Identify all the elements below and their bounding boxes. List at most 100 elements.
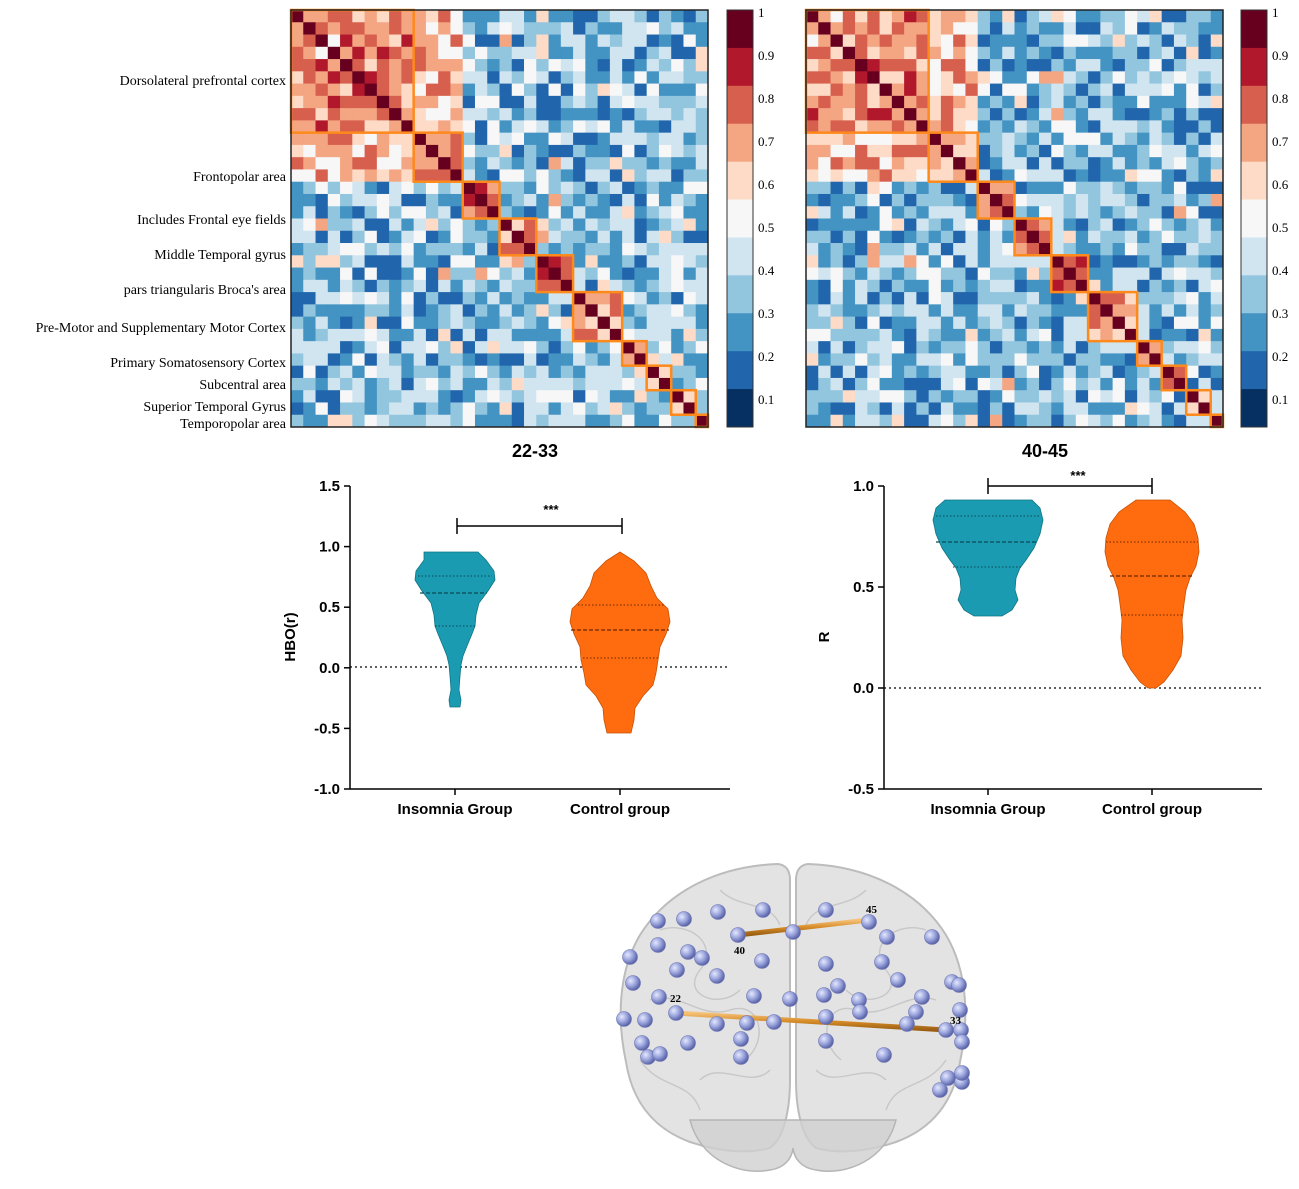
heatmap-cell bbox=[953, 402, 966, 416]
electrode-sphere bbox=[818, 902, 834, 918]
heatmap-cell bbox=[364, 304, 378, 318]
heatmap-cell bbox=[879, 230, 893, 244]
heatmap-cell bbox=[683, 71, 697, 84]
heatmap-cell bbox=[376, 218, 390, 232]
heatmap-cell bbox=[438, 255, 451, 268]
heatmap-cell bbox=[695, 83, 709, 97]
heatmap-cell bbox=[1051, 316, 1064, 330]
heatmap-cell bbox=[376, 132, 390, 146]
heatmap-cell bbox=[1002, 390, 1015, 403]
heatmap-cell bbox=[327, 157, 341, 170]
heatmap-cell bbox=[511, 377, 525, 391]
heatmap-cell bbox=[438, 10, 451, 23]
heatmap-cell bbox=[1186, 10, 1199, 23]
y-tick-label: 0.5 bbox=[319, 599, 340, 616]
heatmap-cell bbox=[438, 328, 451, 342]
heatmap-cell bbox=[413, 59, 427, 72]
electrode-sphere bbox=[899, 1016, 915, 1032]
heatmap-cell bbox=[499, 59, 513, 72]
heatmap-cell bbox=[671, 377, 684, 391]
heatmap-cell bbox=[425, 59, 439, 72]
heatmap-cell bbox=[1112, 353, 1126, 367]
heatmap-cell bbox=[989, 144, 1003, 158]
heatmap-cell bbox=[867, 255, 880, 268]
heatmap-cell bbox=[1161, 243, 1175, 256]
heatmap-cell bbox=[536, 132, 549, 146]
heatmap-cell bbox=[1210, 59, 1224, 72]
heatmap-cell bbox=[609, 243, 623, 256]
heatmap-cell bbox=[1039, 181, 1052, 195]
heatmap-cell bbox=[842, 390, 856, 403]
heatmap-cell bbox=[364, 10, 378, 23]
heatmap-cell bbox=[389, 120, 402, 134]
heatmap-cell bbox=[830, 316, 844, 330]
heatmap-cell bbox=[597, 181, 611, 195]
heatmap-cell bbox=[671, 206, 684, 219]
heatmap-cell bbox=[891, 22, 905, 35]
heatmap-cell bbox=[389, 132, 402, 146]
heatmap-cell bbox=[327, 181, 341, 195]
heatmap-cell bbox=[977, 402, 991, 416]
heatmap-cell bbox=[401, 132, 415, 146]
heatmap-cell bbox=[511, 402, 525, 416]
heatmap-cell bbox=[376, 144, 390, 158]
heatmap-cell bbox=[1026, 193, 1040, 207]
heatmap-cell bbox=[1198, 83, 1212, 97]
heatmap-cell bbox=[818, 22, 831, 35]
heatmap-cell bbox=[401, 22, 415, 35]
heatmap-cell bbox=[1149, 328, 1163, 342]
heatmap-cell bbox=[1137, 414, 1150, 428]
module-box bbox=[976, 180, 1016, 220]
electrode-sphere bbox=[818, 1033, 834, 1049]
heatmap-cell bbox=[867, 316, 880, 330]
heatmap-cell bbox=[425, 10, 439, 23]
heatmap-cell bbox=[634, 46, 648, 60]
heatmap-cell bbox=[303, 144, 316, 158]
heatmap-cell bbox=[376, 157, 390, 170]
heatmap-cell bbox=[928, 255, 942, 268]
heatmap-cell bbox=[401, 10, 415, 23]
heatmap-cell bbox=[1014, 328, 1028, 342]
heatmap-cell bbox=[1186, 22, 1199, 35]
heatmap-cell bbox=[658, 83, 672, 97]
heatmap-cell bbox=[499, 71, 513, 84]
heatmap-cell bbox=[340, 255, 353, 268]
heatmap-cell bbox=[855, 46, 868, 60]
heatmap-cell bbox=[1173, 144, 1187, 158]
heatmap-cell bbox=[585, 132, 599, 146]
heatmap-cell bbox=[315, 120, 329, 134]
heatmap-cell bbox=[1039, 328, 1052, 342]
heatmap-cell bbox=[401, 402, 415, 416]
heatmap-cell bbox=[560, 218, 574, 232]
heatmap-cell bbox=[609, 59, 623, 72]
heatmap-cell bbox=[536, 22, 549, 35]
heatmap-cell bbox=[548, 218, 562, 232]
colorbar-segment bbox=[727, 85, 753, 125]
heatmap-cell bbox=[340, 181, 353, 195]
heatmap-cell bbox=[1075, 255, 1089, 268]
heatmap-cell bbox=[683, 255, 697, 268]
heatmap-cell bbox=[1051, 206, 1064, 219]
heatmap-cell bbox=[683, 304, 697, 318]
heatmap-cell bbox=[327, 169, 341, 183]
heatmap-cell bbox=[1100, 267, 1114, 281]
heatmap-cell bbox=[940, 230, 954, 244]
heatmap-cell bbox=[1124, 71, 1138, 84]
heatmap-cell bbox=[597, 243, 611, 256]
heatmap-cell bbox=[818, 353, 831, 367]
heatmap-cell bbox=[634, 328, 648, 342]
heatmap-cell bbox=[806, 267, 819, 281]
heatmap-cell bbox=[953, 71, 966, 84]
heatmap-cell bbox=[573, 230, 586, 244]
heatmap-cell bbox=[1137, 279, 1150, 293]
heatmap-cell bbox=[597, 328, 611, 342]
heatmap-cell bbox=[1051, 292, 1064, 305]
heatmap-cell bbox=[536, 353, 549, 367]
heatmap-cell bbox=[573, 22, 586, 35]
brain-render: 40 45 22 33 bbox=[616, 862, 970, 1172]
heatmap-cell bbox=[340, 414, 353, 428]
heatmap-cell bbox=[364, 144, 378, 158]
heatmap-cell bbox=[597, 144, 611, 158]
heatmap-cell bbox=[1137, 193, 1150, 207]
heatmap-cell bbox=[597, 365, 611, 379]
